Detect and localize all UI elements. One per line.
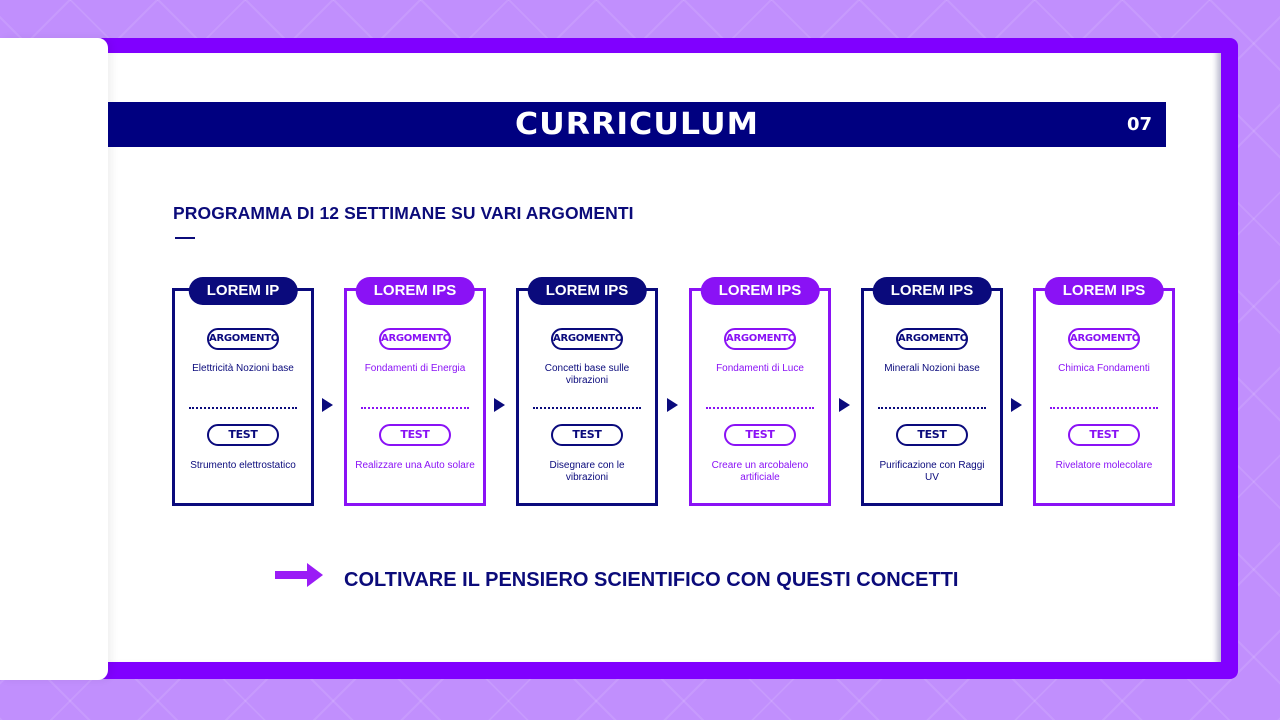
test-text: Disegnare con le vibrazioni — [549, 460, 625, 483]
test-text: Rivelatore molecolare — [1055, 460, 1153, 471]
test-badge: TEST — [551, 424, 623, 446]
section-subtitle: PROGRAMMA DI 12 SETTIMANE SU VARI ARGOME… — [173, 203, 634, 223]
play-arrow-icon — [667, 398, 678, 412]
week-card-2: LOREM IPS ARGOMENTO Fondamenti di Energi… — [344, 277, 486, 506]
topic-badge: ARGOMENTO — [896, 328, 968, 350]
card-header: LOREM IPS — [700, 277, 820, 305]
topic-badge: ARGOMENTO — [379, 328, 451, 350]
topic-text: Minerali Nozioni base — [884, 363, 980, 374]
dotted-divider — [361, 407, 469, 409]
play-arrow-icon — [1011, 398, 1022, 412]
page-title: CURRICULUM — [514, 107, 759, 142]
topic-text: Chimica Fondamenti — [1058, 363, 1150, 374]
topic-text: Elettricità Nozioni base — [192, 363, 294, 374]
card-header: LOREM IPS — [1044, 277, 1164, 305]
subtitle-underline — [175, 237, 195, 239]
topic-badge: ARGOMENTO — [551, 328, 623, 350]
topic-badge: ARGOMENTO — [207, 328, 279, 350]
test-text: Purificazione con Raggi UV — [879, 460, 985, 483]
play-arrow-icon — [839, 398, 850, 412]
call-to-action-text: COLTIVARE IL PENSIERO SCIENTIFICO CON QU… — [344, 569, 959, 591]
title-bar: CURRICULUM 07 — [108, 102, 1166, 147]
dotted-divider — [706, 407, 814, 409]
test-badge: TEST — [1068, 424, 1140, 446]
dotted-divider — [533, 407, 641, 409]
week-card-5: LOREM IPS ARGOMENTO Minerali Nozioni bas… — [861, 277, 1003, 506]
card-header: LOREM IPS — [527, 277, 647, 305]
arrow-right-icon — [275, 563, 323, 587]
test-text: Creare un arcobaleno artificiale — [711, 460, 809, 483]
test-text: Realizzare una Auto solare — [355, 460, 475, 471]
topic-text: Concetti base sulle vibrazioni — [544, 363, 630, 386]
week-card-1: LOREM IP ARGOMENTO Elettricità Nozioni b… — [172, 277, 314, 506]
card-header: LOREM IP — [188, 277, 298, 305]
card-header: LOREM IPS — [872, 277, 992, 305]
page-number: 07 — [1126, 114, 1152, 135]
week-card-3: LOREM IPS ARGOMENTO Concetti base sulle … — [516, 277, 658, 506]
test-badge: TEST — [379, 424, 451, 446]
topic-text: Fondamenti di Energia — [364, 363, 466, 374]
dotted-divider — [878, 407, 986, 409]
play-arrow-icon — [322, 398, 333, 412]
topic-badge: ARGOMENTO — [724, 328, 796, 350]
topic-badge: ARGOMENTO — [1068, 328, 1140, 350]
left-panel — [0, 38, 108, 680]
test-badge: TEST — [207, 424, 279, 446]
card-header: LOREM IPS — [355, 277, 475, 305]
dotted-divider — [189, 407, 297, 409]
week-card-6: LOREM IPS ARGOMENTO Chimica Fondamenti T… — [1033, 277, 1175, 506]
play-arrow-icon — [494, 398, 505, 412]
dotted-divider — [1050, 407, 1158, 409]
test-badge: TEST — [724, 424, 796, 446]
topic-text: Fondamenti di Luce — [716, 363, 804, 374]
test-text: Strumento elettrostatico — [190, 460, 296, 471]
test-badge: TEST — [896, 424, 968, 446]
week-card-4: LOREM IPS ARGOMENTO Fondamenti di Luce T… — [689, 277, 831, 506]
